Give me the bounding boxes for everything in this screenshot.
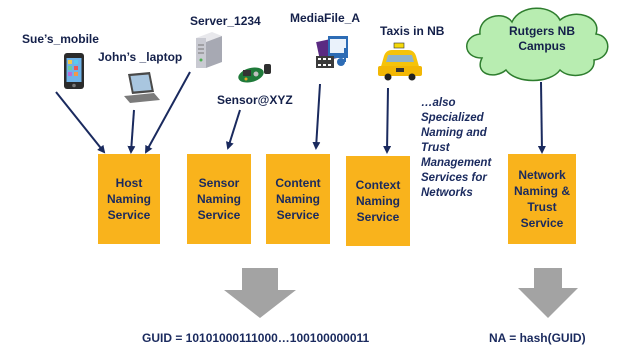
- label-rutgers-campus: Rutgers NB Campus: [508, 24, 575, 53]
- arrow-mobile-to-host: [55, 91, 106, 154]
- content-naming-service-label: Content Naming Service: [275, 176, 321, 222]
- arrow-server-to-host: [145, 71, 191, 154]
- arrow-taxi-to-context-service: [383, 87, 392, 154]
- arrow-campus-to-network-service: [537, 81, 546, 154]
- laptop-icon: [124, 72, 160, 103]
- context-naming-service-label: Context Naming Service: [355, 178, 401, 224]
- sensor-naming-service-box: Sensor Naming Service: [187, 154, 251, 244]
- big-down-arrow-left: [224, 268, 296, 318]
- arrow-media-to-content-service: [312, 83, 321, 150]
- content-naming-service-box: Content Naming Service: [266, 154, 330, 244]
- label-john-laptop: John’s _laptop: [98, 50, 183, 64]
- arrow-sensor-to-sensor-service: [225, 109, 241, 150]
- network-naming-trust-service-label: Network Naming & Trust Service: [513, 168, 570, 230]
- server-icon: [196, 32, 222, 68]
- network-naming-trust-service-box: Network Naming & Trust Service: [508, 154, 576, 244]
- label-server: Server_1234: [190, 14, 261, 28]
- label-media-file: MediaFile_A: [290, 11, 361, 25]
- mobile-phone-icon: [64, 53, 84, 89]
- taxi-icon: [378, 42, 422, 81]
- specialized-services-note: …also Specialized Naming and Trust Manag…: [421, 97, 492, 199]
- na-formula: NA = hash(GUID): [489, 331, 586, 345]
- context-naming-service-box: Context Naming Service: [346, 156, 410, 246]
- big-down-arrow-right: [518, 268, 578, 318]
- host-naming-service-label: Host Naming Service: [106, 176, 151, 222]
- label-taxis: Taxis in NB: [380, 24, 445, 38]
- label-sue-mobile: Sue’s_mobile: [22, 32, 99, 46]
- cloud-icon: [466, 7, 609, 82]
- media-file-icon: [316, 36, 348, 68]
- label-sensor: Sensor@XYZ: [217, 93, 293, 107]
- guid-formula: GUID = 10101000111000…100100000011: [142, 331, 370, 345]
- arrow-laptop-to-host: [127, 109, 136, 154]
- sensor-icon: [238, 64, 271, 83]
- host-naming-service-box: Host Naming Service: [98, 154, 160, 244]
- sensor-naming-service-label: Sensor Naming Service: [196, 176, 241, 222]
